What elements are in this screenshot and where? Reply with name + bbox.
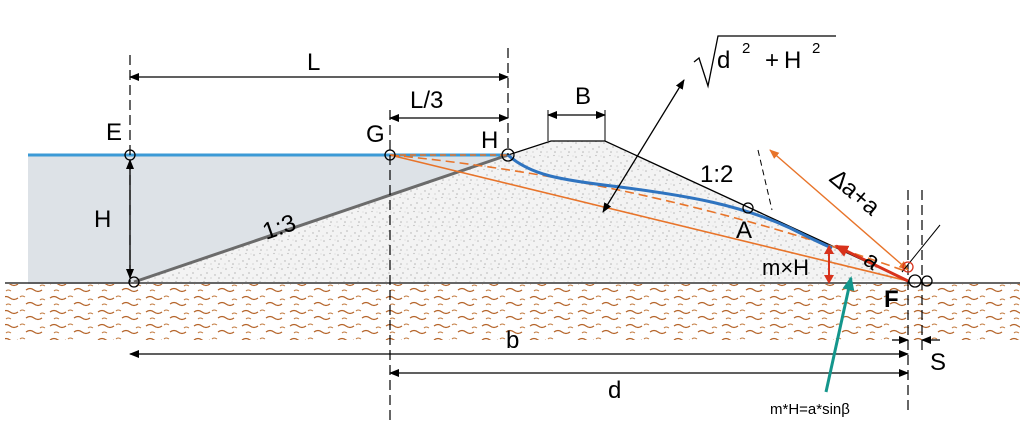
sqrt-exp-2: 2	[812, 40, 820, 57]
label-d: d	[608, 377, 621, 404]
arrow-mh-top-head	[824, 245, 834, 254]
dimension-sqrt-arrow	[602, 79, 685, 213]
node-s	[921, 275, 933, 287]
label-f: F	[884, 286, 899, 313]
node-toe-upstream	[128, 276, 140, 288]
label-h-height: H	[94, 206, 111, 233]
sqrt-exp-1: 2	[742, 40, 750, 57]
guide-a-tick	[757, 149, 773, 211]
soil-layer	[5, 284, 1020, 340]
node-f	[908, 274, 922, 288]
sqrt-d: d	[717, 47, 730, 74]
sqrt-h: H	[784, 47, 801, 74]
label-a-point: A	[736, 217, 752, 244]
water-body-left	[28, 155, 130, 284]
label-formula: m*H=a*sinβ	[770, 401, 850, 418]
arrow-formula-teal	[824, 276, 855, 393]
node-h	[501, 148, 515, 162]
label-h-point: H	[481, 127, 498, 154]
sqrt-plus: +	[765, 47, 779, 74]
arrow-a-red	[834, 244, 909, 283]
embankment-body	[134, 141, 908, 282]
radical-sign	[693, 35, 836, 89]
node-a	[742, 202, 754, 214]
label-delta-a-plus-a: Δa+a	[824, 164, 885, 222]
arrow-mh-bottom-head	[824, 275, 834, 284]
crest-and-downstream-slope	[507, 140, 909, 282]
guide-f-tick	[901, 224, 941, 273]
label-l: L	[307, 49, 320, 76]
label-l-third: L/3	[410, 87, 443, 114]
node-e	[124, 149, 136, 161]
label-g: G	[366, 121, 385, 148]
label-s: S	[930, 349, 946, 376]
label-slope-downstream: 1:2	[700, 161, 733, 188]
upstream-slope-line	[133, 153, 509, 284]
formula-sqrt: d 2 + H 2	[693, 35, 836, 89]
label-b-lower: b	[506, 327, 519, 354]
node-g	[384, 149, 396, 161]
label-m-times-h: m×H	[762, 255, 809, 280]
node-red-small	[902, 261, 914, 273]
label-b-crest: B	[575, 83, 591, 110]
label-e: E	[106, 119, 122, 146]
dimension-delta-a-arrow	[769, 149, 909, 271]
